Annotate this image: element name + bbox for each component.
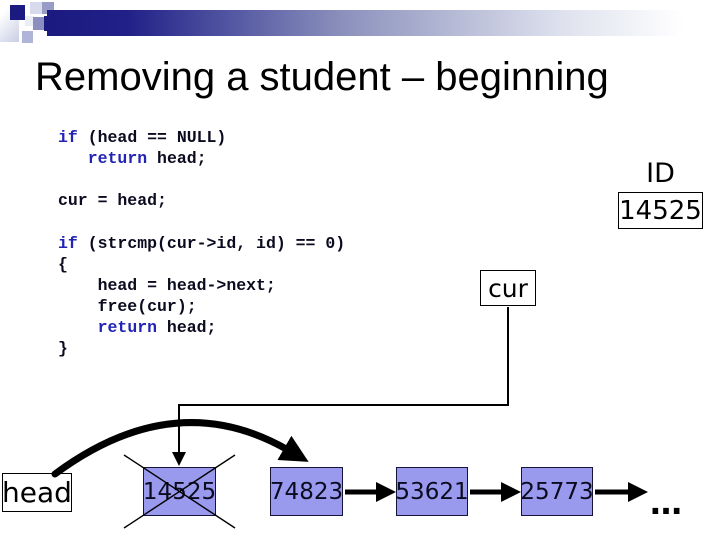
id-value-box: 14525	[618, 192, 703, 229]
cur-label: cur	[488, 273, 528, 303]
node-25773: 25773	[520, 467, 594, 516]
node-53621: 53621	[395, 467, 469, 516]
head-label: head	[2, 476, 72, 509]
pixel-square-decoration	[30, 2, 42, 14]
pixel-square-decoration	[25, 16, 34, 26]
pixel-square-decoration	[33, 17, 45, 30]
node-value: 74823	[269, 478, 344, 505]
node-value: 53621	[395, 478, 469, 505]
id-value: 14525	[619, 195, 702, 226]
node-74823: 74823	[270, 467, 343, 516]
id-label: ID	[646, 158, 675, 189]
code-block-remove-head-null-check: if (head == NULL) return head; cur = hea…	[58, 128, 227, 210]
slide-title: Removing a student – beginning	[35, 55, 609, 99]
pixel-square-decoration	[10, 5, 25, 20]
node-14525-removed: 14525	[143, 467, 216, 516]
cur-pointer-box: cur	[480, 270, 536, 306]
list-continues-ellipsis: …	[650, 484, 685, 522]
node-value: 14525	[142, 478, 217, 505]
head-pointer-box: head	[2, 473, 72, 512]
node-value: 25773	[520, 478, 594, 505]
cur-connector-arrowhead	[172, 452, 186, 466]
pixel-square-decoration	[22, 31, 33, 43]
header-gradient-bar	[47, 10, 710, 36]
code-block-remove-head-match: if (strcmp(cur->id, id) == 0) { head = h…	[58, 234, 346, 358]
